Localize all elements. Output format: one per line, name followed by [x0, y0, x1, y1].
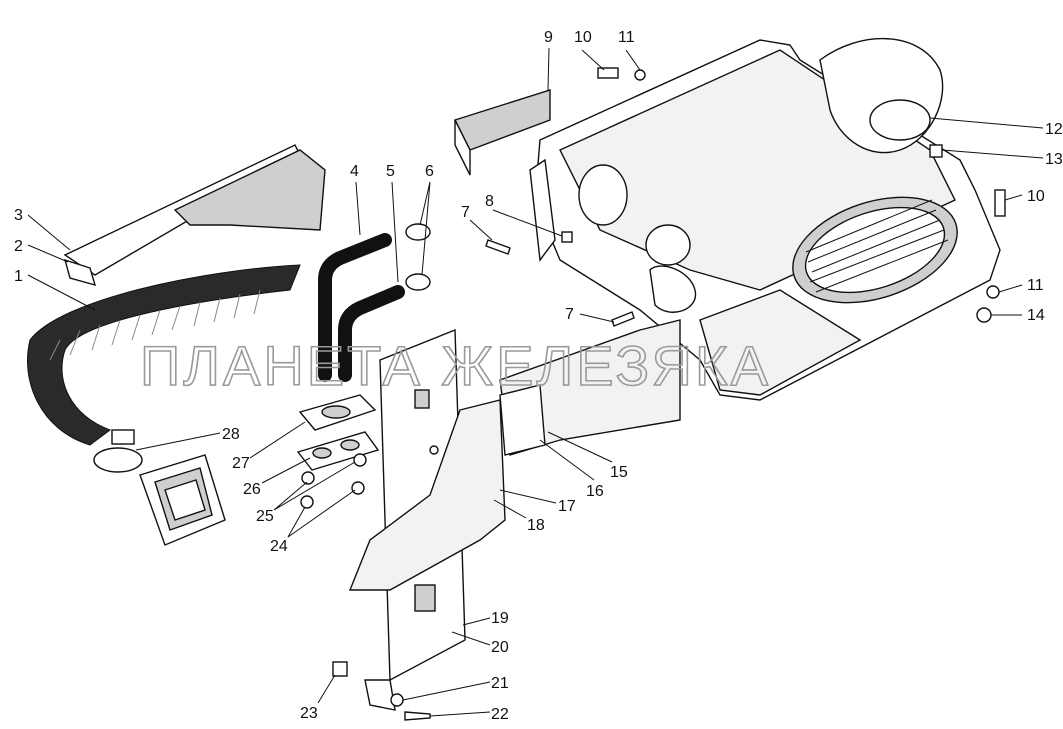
callout-10b: 10 — [1027, 188, 1045, 205]
heater-housing — [534, 37, 1001, 401]
callout-6: 6 — [425, 163, 434, 180]
callout-21: 21 — [491, 675, 509, 692]
corrugated-hose — [27, 264, 301, 446]
flange-26 — [296, 431, 380, 471]
callout-17: 17 — [558, 498, 576, 515]
callout-19: 19 — [491, 610, 509, 627]
callout-10a: 10 — [574, 29, 592, 46]
callout-7b: 7 — [565, 306, 574, 323]
duct-15-16 — [499, 319, 681, 456]
callout-3: 3 — [14, 207, 23, 224]
callout-8: 8 — [485, 193, 494, 210]
callout-23: 23 — [300, 705, 318, 722]
leader-lines — [27, 47, 1044, 717]
bracket-9 — [454, 89, 556, 262]
callout-16: 16 — [586, 483, 604, 500]
duct-17-18 — [348, 399, 506, 591]
clamp-6 — [405, 223, 431, 291]
callout-9: 9 — [544, 29, 553, 46]
callout-22: 22 — [491, 706, 509, 723]
callout-28: 28 — [222, 426, 240, 443]
callout-14: 14 — [1027, 307, 1045, 324]
callout-15: 15 — [610, 464, 628, 481]
callout-4: 4 — [350, 163, 359, 180]
callout-25: 25 — [256, 508, 274, 525]
callout-18: 18 — [527, 517, 545, 534]
hose-clamp — [93, 429, 143, 473]
callout-2: 2 — [14, 238, 23, 255]
fasteners — [300, 67, 1006, 721]
flange-27 — [298, 394, 377, 431]
callout-11b: 11 — [1027, 277, 1044, 294]
callout-11a: 11 — [618, 29, 635, 46]
callout-20: 20 — [491, 639, 509, 656]
air-duct-left — [63, 144, 326, 287]
callout-1: 1 — [14, 268, 23, 285]
callout-7a: 7 — [461, 204, 470, 221]
tube-4 — [318, 233, 392, 382]
callout-12: 12 — [1045, 121, 1063, 138]
callout-5: 5 — [386, 163, 395, 180]
callout-24: 24 — [270, 538, 288, 555]
callout-27: 27 — [232, 455, 250, 472]
tube-5 — [338, 285, 405, 382]
watermark-text: ПЛАНЕТА ЖЕЛЕЗЯКА — [140, 334, 771, 397]
callout-labels: 1 2 3 4 5 6 7 7 8 9 10 10 11 11 12 13 14… — [14, 29, 1063, 723]
callout-13: 13 — [1045, 151, 1063, 168]
vent-grille — [139, 454, 226, 546]
callout-26: 26 — [243, 481, 261, 498]
